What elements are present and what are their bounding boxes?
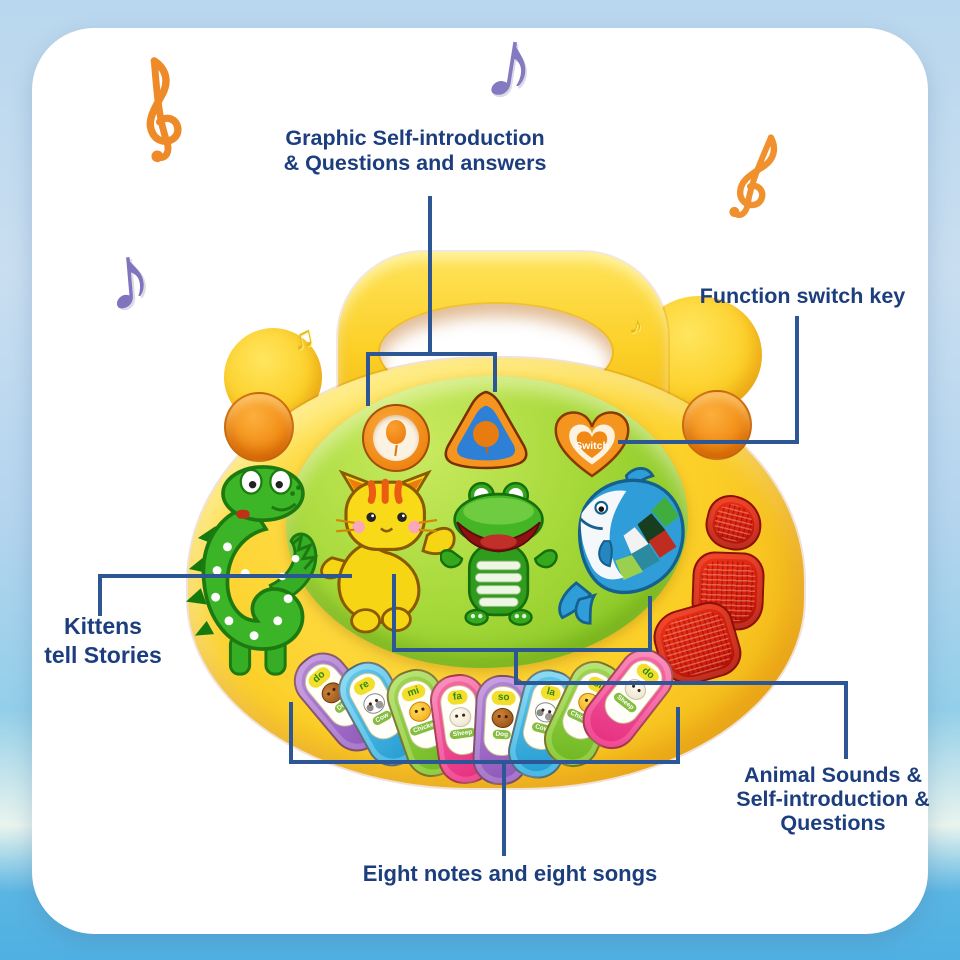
leader-line bbox=[428, 196, 432, 356]
leader-line bbox=[502, 760, 506, 856]
label-eight-notes: Eight notes and eight songs bbox=[320, 861, 700, 887]
dinosaur-figure bbox=[186, 465, 319, 676]
label-line: Function switch key bbox=[699, 284, 906, 308]
leader-line bbox=[493, 352, 497, 392]
cat-figure bbox=[320, 470, 456, 634]
switch-button-label: Switch bbox=[575, 440, 609, 452]
balloon-button bbox=[362, 404, 430, 472]
orange-round-button-right bbox=[682, 390, 752, 460]
label-line: Questions bbox=[780, 811, 886, 835]
orange-round-button-left bbox=[224, 392, 294, 462]
leader-line bbox=[289, 702, 293, 764]
sheep-icon bbox=[448, 705, 473, 729]
music-note-icon: ♪ bbox=[101, 225, 157, 331]
note-label: mi bbox=[400, 682, 428, 704]
treble-clef-icon bbox=[729, 134, 778, 218]
switch-heart-button: Switch bbox=[554, 411, 630, 478]
note-label: so bbox=[491, 690, 516, 706]
dolphin-figure bbox=[558, 467, 685, 625]
dog-icon bbox=[491, 707, 515, 729]
animal-label: Dog bbox=[492, 729, 512, 740]
label-kittens: Kittens tell Stories bbox=[22, 612, 184, 670]
label-line: Animal Sounds & bbox=[744, 763, 922, 787]
leader-line bbox=[366, 352, 370, 406]
leader-line bbox=[795, 316, 799, 444]
crocodile-figure bbox=[440, 481, 558, 626]
leader-line bbox=[98, 574, 352, 578]
note-label: fa bbox=[446, 688, 469, 706]
label-line: Graphic Self-introduction bbox=[285, 126, 545, 150]
balloon-icon bbox=[386, 420, 406, 444]
animal-label: Sheep bbox=[449, 727, 476, 740]
leader-line bbox=[289, 760, 680, 764]
leader-line bbox=[844, 681, 848, 759]
leader-line bbox=[648, 596, 652, 652]
label-graphic-intro: Graphic Self-introduction & Questions an… bbox=[250, 126, 580, 176]
leader-line bbox=[514, 648, 518, 685]
leader-line bbox=[366, 352, 497, 356]
leader-line bbox=[98, 574, 102, 616]
leader-line bbox=[618, 440, 799, 444]
label-line: Kittens bbox=[64, 613, 142, 639]
label-line: tell Stories bbox=[44, 642, 162, 668]
triangle-button bbox=[444, 390, 528, 470]
leader-line bbox=[392, 648, 652, 652]
label-line: Self-introduction & bbox=[736, 787, 930, 811]
leader-line bbox=[392, 574, 396, 652]
leader-line bbox=[676, 707, 680, 764]
label-line: Eight notes and eight songs bbox=[362, 861, 658, 886]
label-function-switch: Function switch key bbox=[695, 284, 910, 309]
leader-line bbox=[514, 681, 848, 685]
treble-clef-icon bbox=[146, 57, 182, 163]
label-line: & Questions and answers bbox=[283, 151, 547, 175]
label-animal-sounds: Animal Sounds & Self-introduction & Ques… bbox=[716, 763, 950, 835]
